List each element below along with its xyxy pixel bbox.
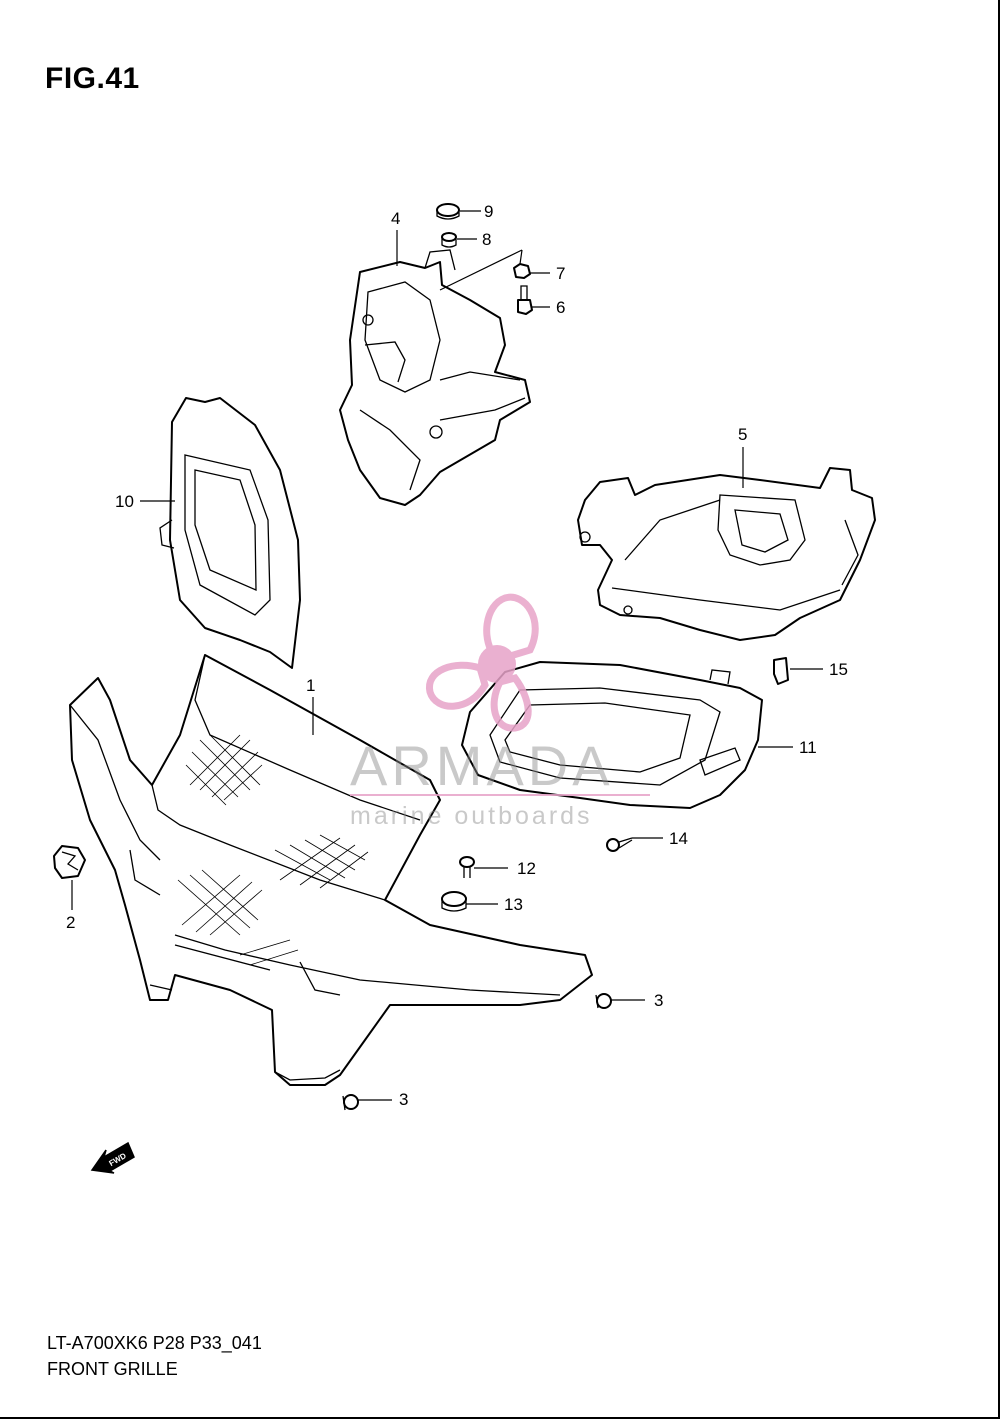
callout-11: 11 [799,738,817,757]
part-14-screw [606,837,633,852]
callout-2: 2 [66,913,75,932]
callout-8: 8 [482,230,491,249]
callout-9: 9 [484,202,493,221]
part-1-front-grille [69,654,593,1086]
callout-numbers: 9 8 7 6 4 5 10 1 15 11 14 12 13 3 3 2 [66,202,848,1109]
callout-6: 6 [556,298,565,317]
callout-5: 5 [738,425,747,444]
part-11-right-bezel [461,661,763,809]
figure-title: FIG.41 [45,62,140,95]
diagram-name: FRONT GRILLE [47,1359,178,1379]
callout-13: 13 [504,895,523,914]
callout-12: 12 [517,859,536,878]
callout-3-left: 3 [399,1090,408,1109]
callout-4: 4 [391,209,400,228]
part-10-left-bezel [159,397,301,669]
leader-lines [71,210,823,1101]
part-6-bolt [517,285,533,315]
part-13-grommet [441,891,467,912]
part-9-cushion [436,203,460,220]
callout-10: 10 [115,492,134,511]
fwd-arrow-icon: FWD [90,1141,135,1174]
watermark-brand: ARMADA [350,734,614,797]
watermark-logo: ARMADA marine outboards [350,593,650,830]
model-code: LT-A700XK6 P28 P33_041 [47,1333,262,1353]
part-15-clip [773,657,789,685]
part-8-collar [441,232,457,248]
callout-1: 1 [306,676,315,695]
part-4-upper-bracket [339,249,531,506]
part-3-fastener-right [595,993,612,1009]
part-5-lower-bracket [577,467,876,641]
callout-7: 7 [556,264,565,283]
part-12-screw [459,856,475,878]
part-2-emblem [53,845,86,879]
part-3-fastener-left [342,1094,359,1111]
part-7-nut [513,263,531,279]
callout-14: 14 [669,829,688,848]
propeller-icon [426,593,539,732]
callout-3-right: 3 [654,991,663,1010]
watermark-tagline: marine outboards [350,802,593,830]
grille-mesh [177,734,369,966]
callout-15: 15 [829,660,848,679]
